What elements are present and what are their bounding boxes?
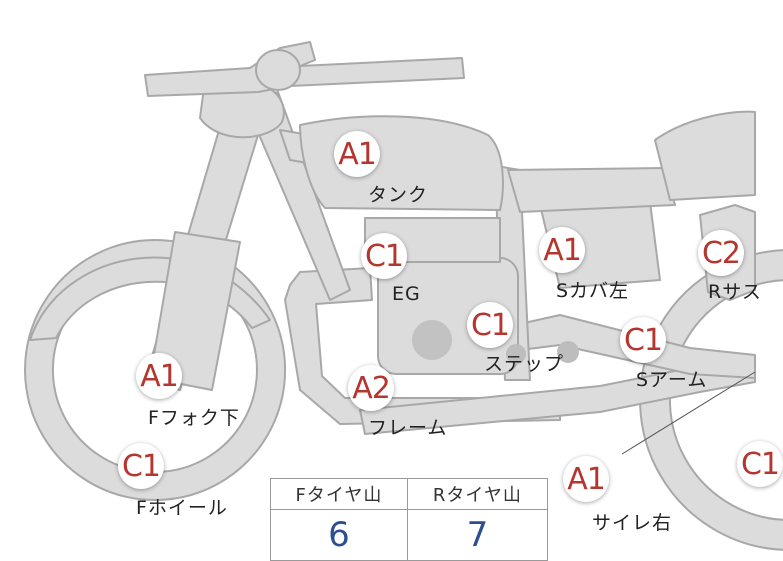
- side-cover-left-grade-badge: A1: [539, 227, 585, 273]
- silencer-right-grade-badge: A1: [563, 456, 609, 502]
- frame-part-label: フレーム: [368, 417, 448, 439]
- front-tire-header: Fタイヤ山: [270, 478, 408, 510]
- front-fork-lower-part-label: Fフォク下: [148, 407, 240, 429]
- rear-suspension-part-label: Rサス: [708, 281, 762, 303]
- swing-arm-grade-badge: C1: [620, 317, 666, 363]
- rear-cowl: [654, 110, 756, 201]
- tire-tread-table: Fタイヤ山 Rタイヤ山 6 7: [270, 478, 549, 561]
- tank-part-label: タンク: [368, 184, 429, 206]
- side-cover-left-part-label: Sカバ左: [556, 280, 630, 302]
- engine-grade-badge: C1: [361, 233, 407, 279]
- handlebar: [144, 41, 465, 97]
- silencer-right-part-label: サイレ右: [592, 512, 673, 534]
- front-fork-lower-grade-badge: A1: [136, 353, 182, 399]
- front-tire-value: 6: [270, 509, 408, 561]
- engine-cover-dot: [412, 320, 452, 360]
- motorcycle-condition-diagram: A1 タンク C1 EG A1 Sカバ左 C2 Rサス C1 ステップ C1 S…: [24, 41, 783, 561]
- step-grade-badge: C1: [467, 302, 513, 348]
- swing-arm-part-label: Sアーム: [636, 369, 708, 391]
- engine-part-label: EG: [392, 283, 421, 305]
- step-part-label: ステップ: [484, 353, 565, 375]
- silencer-leader-line: [621, 371, 756, 455]
- front-wheel-part-label: Fホイール: [136, 497, 228, 519]
- seat: [507, 167, 676, 213]
- steering-head: [255, 49, 301, 91]
- rear-suspension-grade-badge: C2: [698, 230, 744, 276]
- step-peg-1: [506, 344, 526, 364]
- step-peg-2: [557, 341, 579, 363]
- tank-grade-badge: A1: [334, 131, 380, 177]
- motorcycle-outline: [24, 41, 783, 551]
- frame-grade-badge: A2: [348, 365, 394, 411]
- exhaust-pipe: [359, 355, 756, 435]
- rear-tire-value: 7: [406, 509, 549, 561]
- rear-wheel-grade-badge: C1: [737, 441, 783, 487]
- rear-wheel: [639, 249, 783, 551]
- fork-slider: [149, 231, 241, 391]
- rear-tire-header: Rタイヤ山: [406, 478, 549, 510]
- front-wheel-grade-badge: C1: [118, 443, 164, 489]
